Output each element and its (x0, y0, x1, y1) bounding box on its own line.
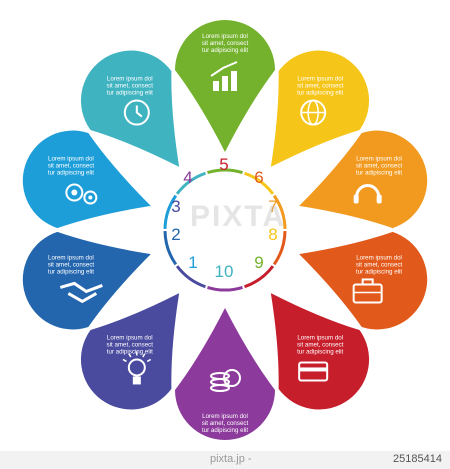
petal-shape (80, 50, 180, 167)
ring-segment-3 (175, 265, 206, 289)
ring-segment-8 (244, 171, 275, 195)
growth-chart-icon (210, 61, 238, 91)
ring-segment-1 (163, 194, 178, 230)
ring-segment-4 (207, 285, 243, 292)
ring-segment-9 (207, 168, 243, 175)
number-2: 2 (171, 225, 180, 244)
petal-shape (22, 130, 151, 229)
coins-icon (210, 369, 241, 392)
petal-shape (80, 293, 180, 410)
number-5: 5 (219, 155, 228, 174)
headset-icon (353, 184, 382, 204)
number-4: 4 (183, 168, 192, 187)
petal-shape (270, 293, 370, 410)
footer-image-id: 25185414 (393, 453, 442, 465)
ring-segment-7 (272, 194, 287, 230)
number-9: 9 (254, 253, 263, 272)
ring-segment-5 (244, 265, 275, 289)
number-1: 1 (188, 253, 197, 272)
footer-bar: pixta.jp - 25185414 (0, 451, 450, 469)
petal-shape (22, 231, 151, 330)
number-8: 8 (268, 225, 277, 244)
globe-icon (300, 99, 327, 126)
center-ring (163, 168, 287, 292)
number-6: 6 (254, 168, 263, 187)
briefcase-icon (352, 278, 383, 304)
gears-icon (65, 183, 98, 205)
petal-shape (299, 130, 428, 229)
clock-icon (123, 99, 150, 126)
center-numbers: 12 34 5 67 89 10 (171, 155, 277, 281)
petal-shape (270, 50, 370, 167)
number-10: 10 (215, 262, 234, 281)
footer-credit: pixta.jp - (210, 453, 252, 465)
ring-segment-6 (272, 230, 287, 266)
ring-segment-2 (163, 230, 178, 266)
credit-card-icon (298, 361, 329, 382)
watermark: PIXTA (190, 200, 287, 233)
number-7: 7 (268, 197, 277, 216)
ring-segment-10 (175, 171, 206, 195)
handshake-icon (59, 281, 103, 304)
lightbulb-icon (122, 351, 152, 385)
center-disc (155, 160, 295, 300)
number-3: 3 (171, 197, 180, 216)
